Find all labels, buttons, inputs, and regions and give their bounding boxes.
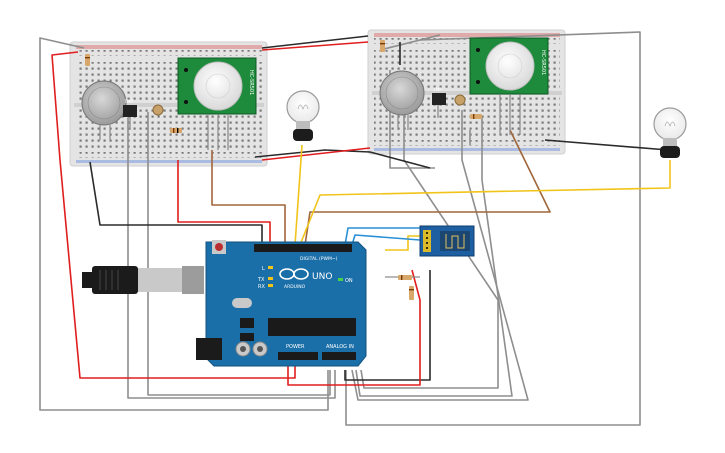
- red-wires: [51, 41, 421, 386]
- right-tmp-label: TMP: [433, 87, 443, 92]
- on-label: ON: [345, 278, 353, 284]
- right-light-bulb: [653, 107, 687, 158]
- left-pir-label: HC-SR501: [248, 70, 254, 95]
- left-component-legs: [99, 114, 229, 150]
- left-tmp-label: TMP: [124, 99, 134, 104]
- right-top-resistor: [380, 40, 385, 52]
- left-temperature-sensor: TMP: [123, 99, 137, 117]
- usb-cable: [82, 266, 204, 294]
- digital-header-label: DIGITAL (PWM~): [300, 256, 338, 262]
- led-l-label: L: [262, 266, 265, 272]
- tx-label: TX: [257, 277, 265, 283]
- right-component-legs: [397, 94, 521, 135]
- right-photoresistor: [454, 94, 466, 106]
- gray-wires: [39, 31, 641, 426]
- right-resistor: [470, 114, 482, 119]
- left-photoresistor: [152, 104, 164, 116]
- left-top-resistor: [85, 54, 90, 66]
- power-label: POWER: [286, 344, 305, 350]
- wifi-resistors: [385, 275, 420, 300]
- right-pir-sensor: HC-SR501: [469, 37, 549, 95]
- rx-label: RX: [258, 284, 265, 290]
- arduino-logo: [279, 268, 309, 280]
- left-resistor: [170, 128, 182, 133]
- model-label: UNO: [312, 272, 332, 282]
- left-gas-sensor: [81, 80, 127, 126]
- analog-label: ANALOG IN: [326, 344, 354, 350]
- wifi-module: [419, 225, 475, 257]
- left-pir-sensor: HC-SR501: [177, 57, 257, 115]
- right-temperature-sensor: TMP: [432, 87, 446, 105]
- arduino-uno-board: DIGITAL (PWM~) UNO ARDUINO L TX RX ON: [196, 240, 367, 367]
- right-gas-sensor: [379, 70, 425, 116]
- brown-wires: [211, 129, 551, 246]
- right-pir-label: HC-SR501: [540, 50, 546, 75]
- brand-label: ARDUINO: [284, 284, 306, 290]
- left-light-bulb: [286, 90, 320, 141]
